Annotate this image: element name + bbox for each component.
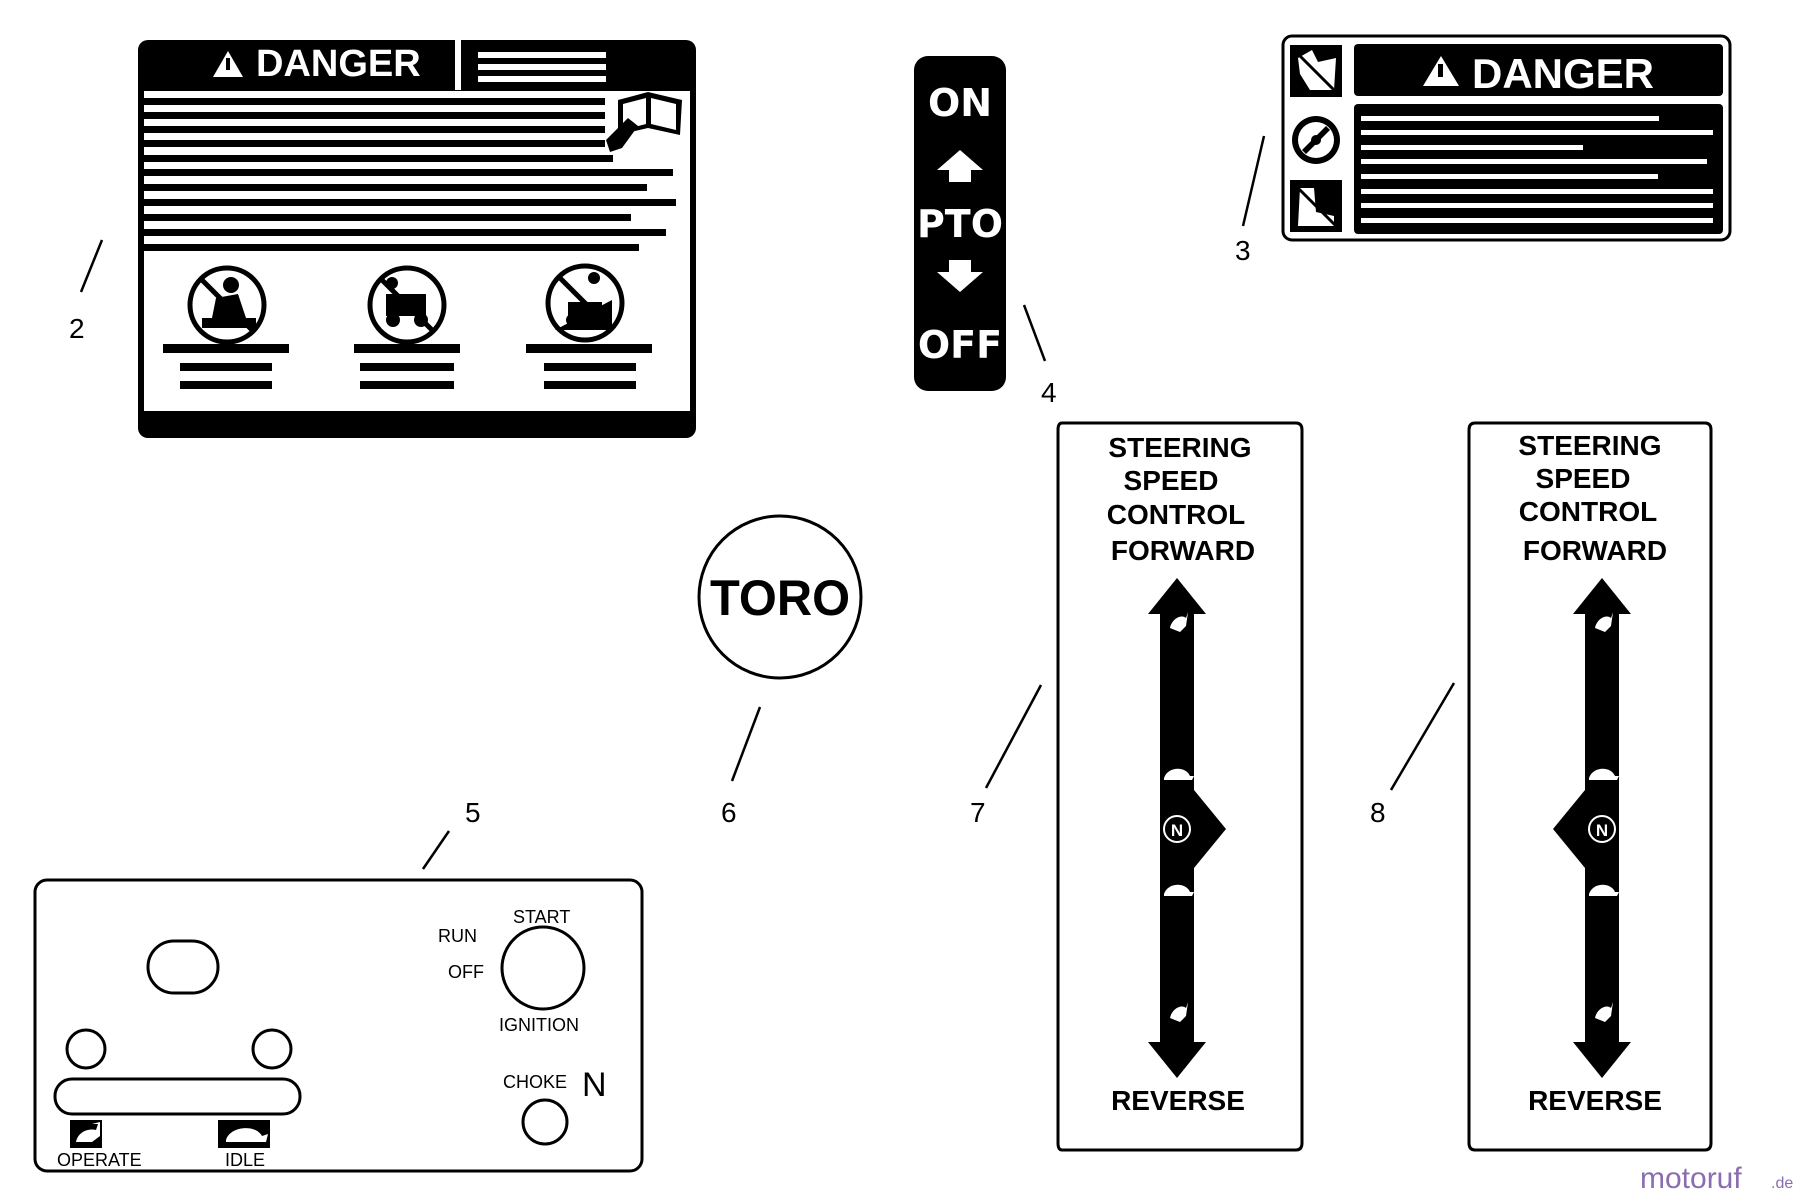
- throttle-slot: [146, 939, 220, 995]
- warning-text-lines: [1361, 116, 1713, 223]
- turtle-slow-forward-icon: [1589, 768, 1619, 780]
- throttle-track: [53, 1077, 302, 1116]
- callout-leaders: [79, 135, 1456, 870]
- callout-8: 8: [1370, 797, 1386, 828]
- header-text-lines: [478, 52, 606, 82]
- callout-4: 4: [1041, 377, 1057, 408]
- decal-8-line-2: SPEED: [1536, 463, 1631, 494]
- callout-6: 6: [721, 797, 737, 828]
- rabbit-fast-forward-icon: [1595, 612, 1613, 632]
- ignition-label: IGNITION: [499, 1015, 579, 1035]
- decal-3-danger-label: DANGER: [1281, 34, 1732, 242]
- decal-7-line-1: STEERING: [1108, 432, 1251, 463]
- watermark-tld: .de: [1771, 1175, 1793, 1192]
- mount-hole-right: [251, 1028, 293, 1070]
- turtle-slow-reverse-icon: [1589, 884, 1619, 896]
- turtle-slow-reverse-icon: [1164, 884, 1194, 896]
- neutral-icon: N: [1588, 815, 1616, 843]
- idle-label: IDLE: [225, 1150, 265, 1170]
- watermark: motoruf .de: [1640, 1162, 1793, 1195]
- decal-8-steering-speed-control: STEERING SPEED CONTROL FORWARD REVERSE N: [1467, 421, 1713, 1152]
- no-slope-operation-icon: [545, 263, 625, 343]
- arrow-up-icon: [937, 150, 983, 182]
- rabbit-fast-forward-icon: [1170, 612, 1188, 632]
- speed-control-arrow: [1553, 578, 1631, 1078]
- decal-7-reverse-label: REVERSE: [1111, 1085, 1245, 1116]
- pto-label: PTO: [917, 202, 1003, 246]
- decal-8-line-3: CONTROL: [1519, 496, 1657, 527]
- decal-7-line-2: SPEED: [1124, 465, 1219, 496]
- rotating-blade-icon: [1292, 116, 1340, 164]
- decal-4-pto-label: ON PTO OFF: [914, 56, 1006, 391]
- callout-3: 3: [1235, 235, 1251, 266]
- ignition-switch-hole: [500, 925, 586, 1011]
- svg-text:N: N: [1596, 821, 1608, 840]
- rabbit-fast-reverse-icon: [1595, 1002, 1613, 1022]
- arrow-down-icon: [937, 260, 983, 292]
- choke-hole: [521, 1098, 569, 1146]
- hand-hazard-icon: [1290, 45, 1342, 97]
- decal-7-steering-speed-control: STEERING SPEED CONTROL FORWARD REVERSE N: [1056, 421, 1304, 1152]
- no-mower-operation-icon: [367, 265, 447, 345]
- decal-3-header: DANGER: [1472, 50, 1654, 97]
- ignition-start-label: START: [513, 907, 570, 927]
- decal-8-forward-label: FORWARD: [1523, 535, 1667, 566]
- decal-7-line-3: CONTROL: [1107, 499, 1245, 530]
- speed-control-arrow: [1148, 578, 1226, 1078]
- decal-7-forward-label: FORWARD: [1111, 535, 1255, 566]
- pictogram-caption-lines: [163, 344, 652, 389]
- toro-logo-text: TORO: [710, 570, 850, 626]
- read-manual-icon: [606, 92, 682, 152]
- callout-7: 7: [970, 797, 986, 828]
- watermark-brand: motoruf: [1640, 1162, 1742, 1195]
- pto-on-label: ON: [928, 81, 992, 125]
- decal-8-line-1: STEERING: [1518, 430, 1661, 461]
- svg-text:N: N: [1171, 821, 1183, 840]
- no-riders-icon: [187, 265, 267, 345]
- pto-off-label: OFF: [918, 323, 1002, 367]
- turtle-slow-icon: [218, 1120, 270, 1148]
- callout-5: 5: [465, 797, 481, 828]
- turtle-slow-forward-icon: [1164, 768, 1194, 780]
- ignition-off-label: OFF: [448, 962, 484, 982]
- neutral-mark: N: [582, 1066, 607, 1104]
- neutral-icon: N: [1163, 815, 1191, 843]
- choke-label: CHOKE: [503, 1072, 567, 1092]
- ignition-run-label: RUN: [438, 926, 477, 946]
- decal-6-toro-logo: TORO: [697, 514, 863, 680]
- warning-triangle-icon: [213, 51, 243, 77]
- warning-triangle-icon: [1423, 56, 1459, 86]
- operate-label: OPERATE: [57, 1150, 142, 1170]
- rabbit-fast-reverse-icon: [1170, 1002, 1188, 1022]
- foot-hazard-icon: [1290, 180, 1342, 232]
- decal-2-danger-label: DANGER: [138, 40, 696, 438]
- warning-text-lines: [143, 98, 676, 251]
- mount-hole-left: [65, 1028, 107, 1070]
- callout-2: 2: [69, 313, 85, 344]
- rabbit-fast-icon: [70, 1120, 102, 1148]
- decal-2-header: DANGER: [256, 43, 421, 85]
- decal-5-control-panel: RUN OFF START IGNITION CHOKE N OPERATE I…: [33, 878, 644, 1173]
- decal-8-reverse-label: REVERSE: [1528, 1085, 1662, 1116]
